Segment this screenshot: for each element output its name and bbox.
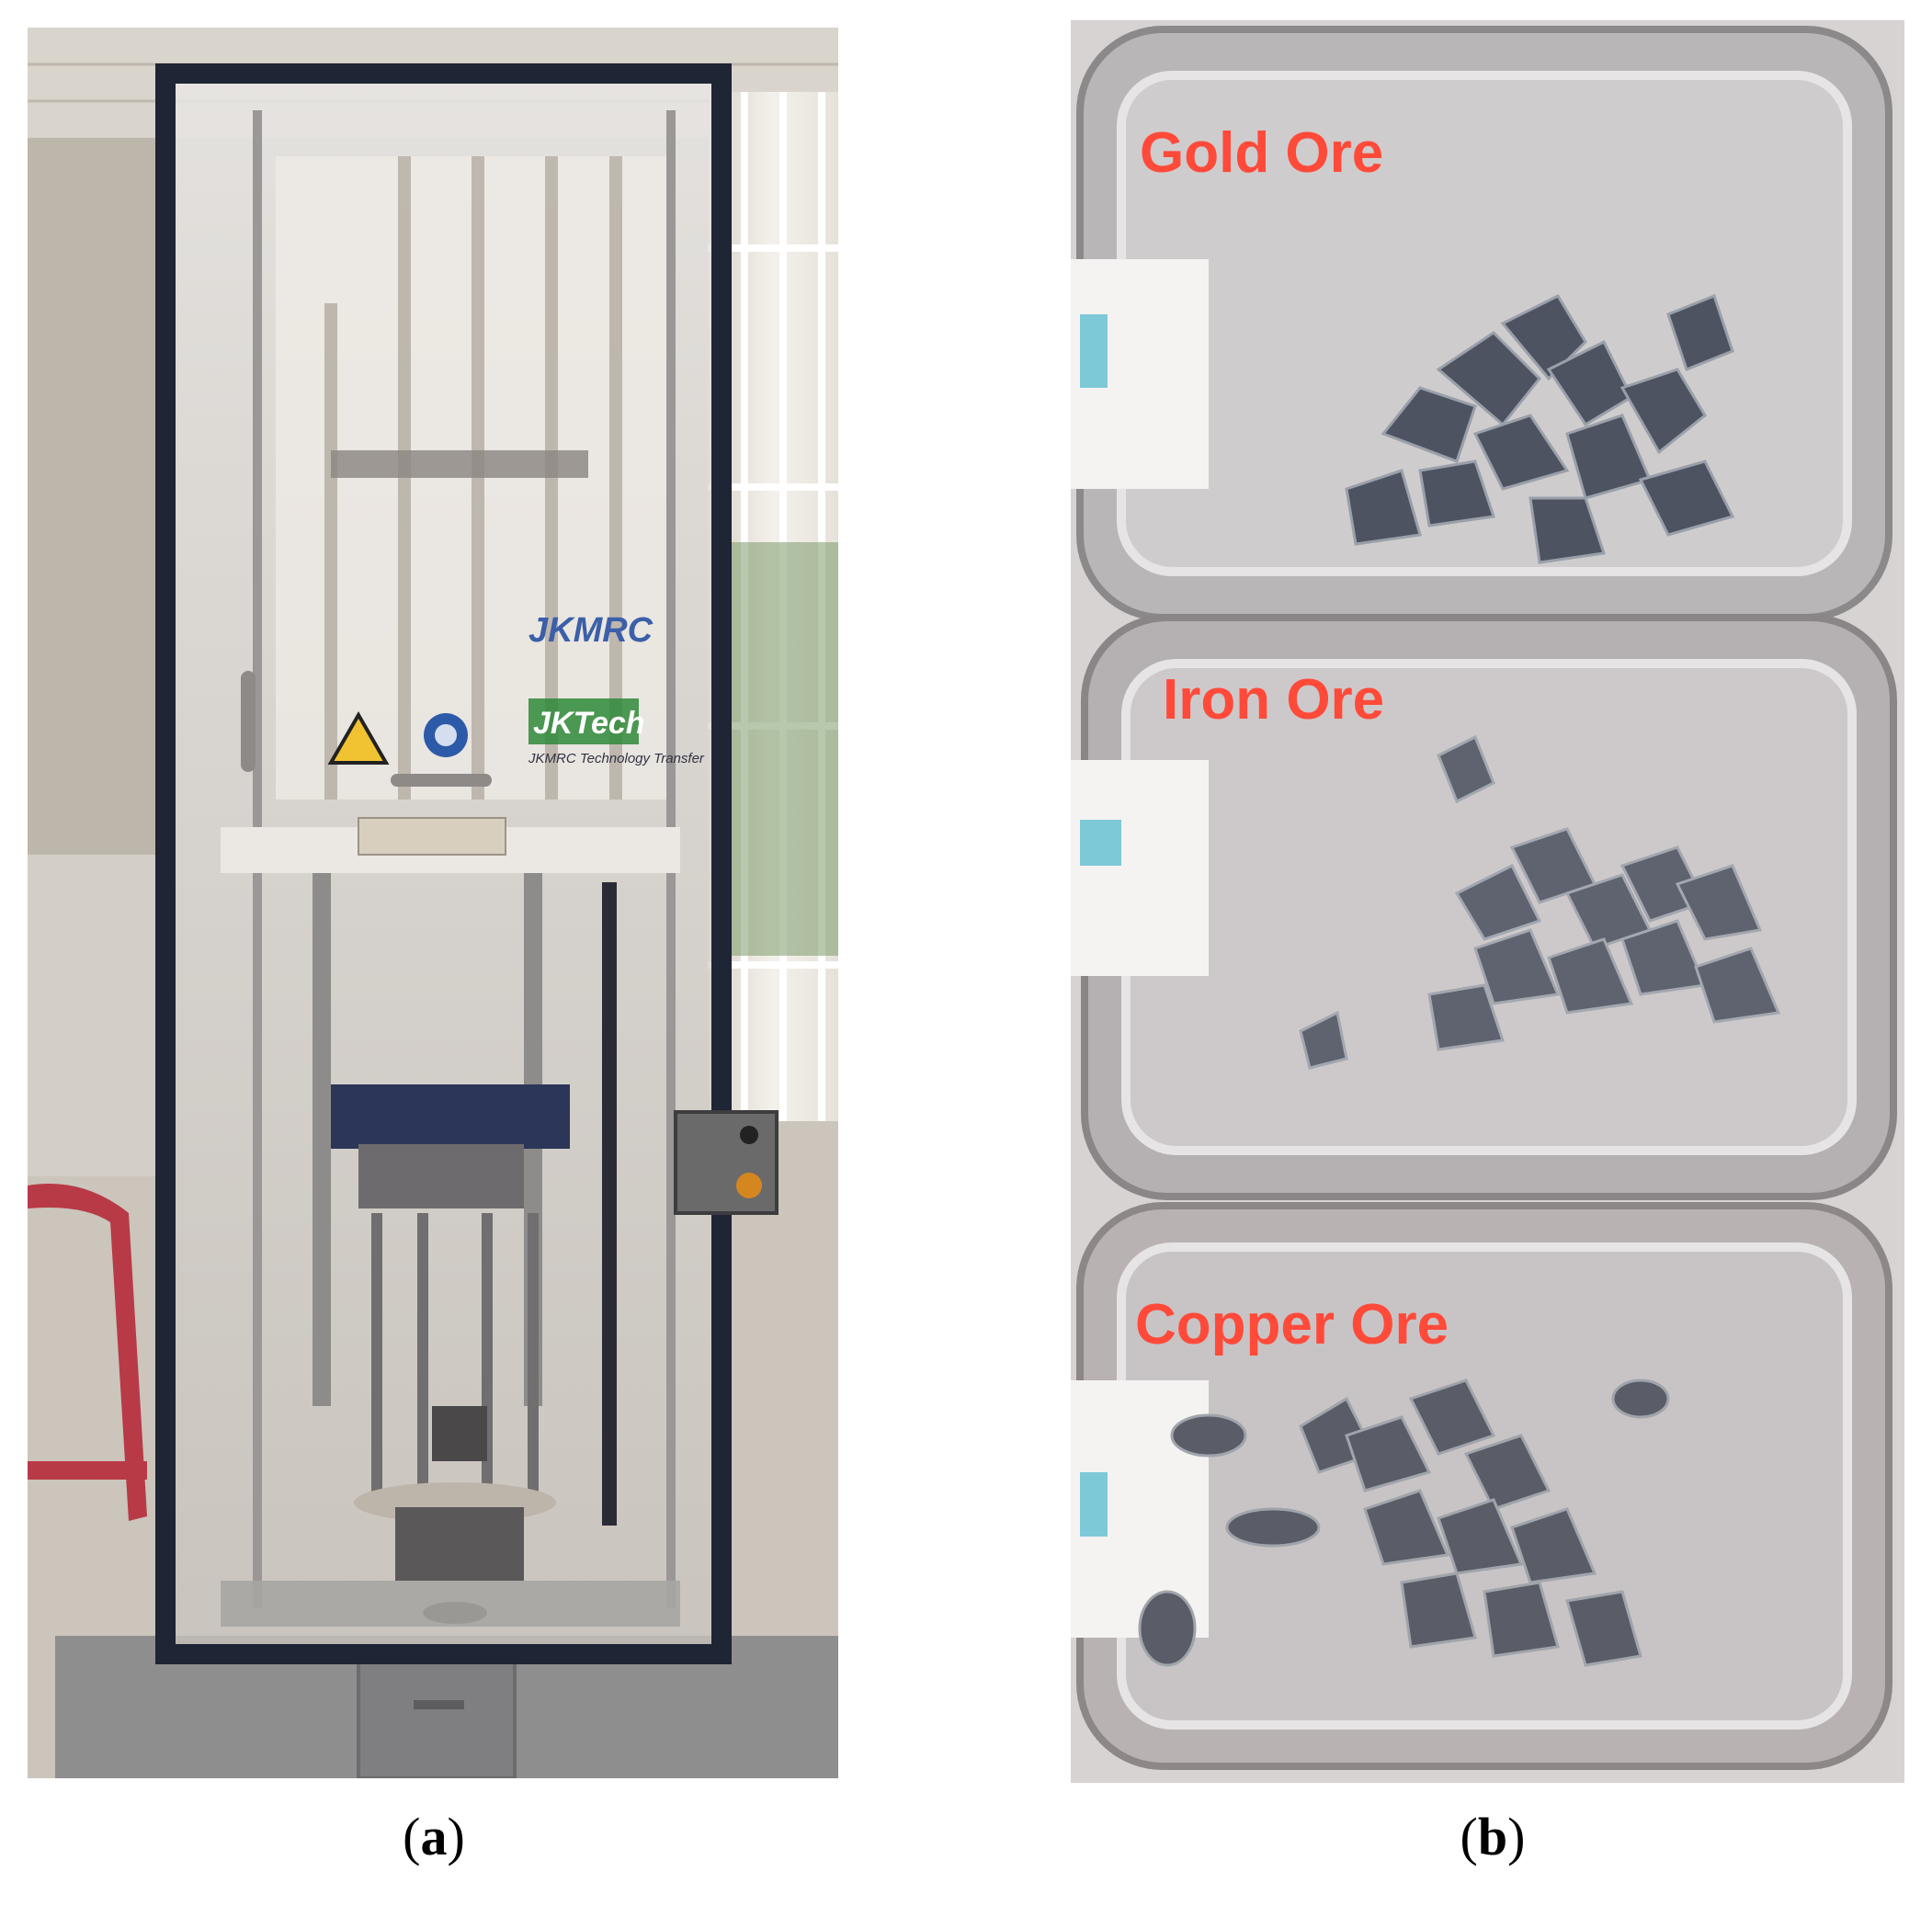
crush-hazard-warning-icon	[327, 710, 390, 765]
drop-weight-tester-illustration: JKMRC JKTech JKMRC Technology Transfer	[28, 28, 838, 1778]
panel-a-drop-weight-tester-photo: JKMRC JKTech JKMRC Technology Transfer	[28, 28, 838, 1778]
caption-a: (a)	[403, 1807, 465, 1866]
caption-a-letter: a	[420, 1807, 448, 1866]
logo-secondary: JKTech	[533, 706, 645, 741]
tray-label-gold-ore: Gold Ore	[1140, 121, 1383, 185]
caption-b: (b)	[1460, 1807, 1526, 1866]
logo-primary: JKMRC	[528, 611, 653, 650]
tray-label-iron-ore: Iron Ore	[1163, 668, 1384, 732]
logo-subtitle: JKMRC Technology Transfer	[528, 751, 705, 766]
panel-b-ore-trays-photo: Gold Ore Iron Ore Copper Ore	[1071, 20, 1904, 1783]
ore-trays-illustration: Gold Ore Iron Ore Copper Ore	[1071, 20, 1904, 1783]
caption-b-letter: b	[1477, 1807, 1508, 1866]
tray-label-copper-ore: Copper Ore	[1135, 1293, 1449, 1356]
